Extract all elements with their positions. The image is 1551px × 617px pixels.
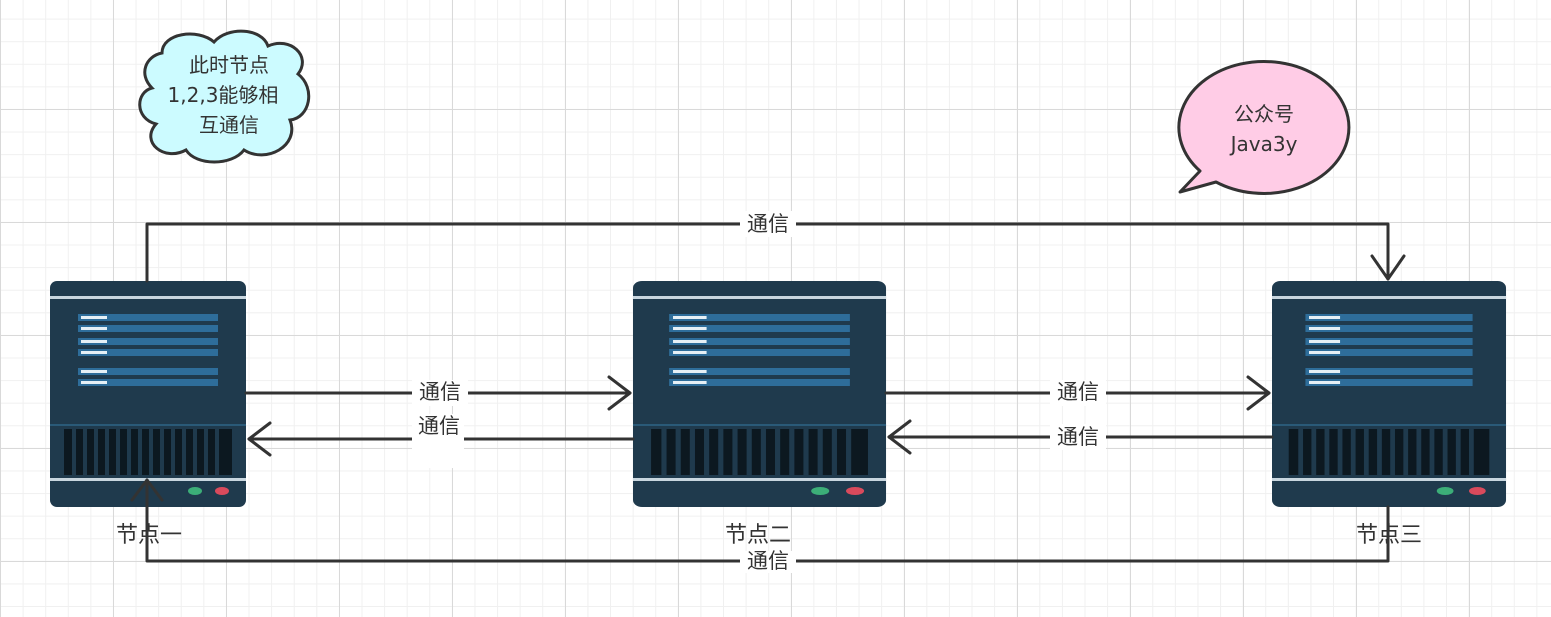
speech-bubble-line-1: 公众号 — [1234, 102, 1294, 126]
cloud-note-line-1: 此时节点 — [189, 53, 269, 77]
server-icon — [633, 281, 887, 507]
cloud-note-line-2: 1,2,3能够相 — [168, 83, 279, 107]
node-label-3: 节点三 — [1356, 523, 1422, 548]
edge-label-node2-to-node1: 通信 — [418, 414, 460, 438]
edge-label-node3-to-node2: 通信 — [1057, 425, 1099, 449]
speech-bubble-line-2: Java3y — [1229, 132, 1298, 156]
edge-label-node2-to-node3: 通信 — [1057, 380, 1099, 404]
cloud-shape — [138, 29, 311, 164]
server-node-2[interactable] — [633, 281, 887, 507]
edge-label-bottom: 通信 — [747, 549, 789, 573]
server-icon — [1272, 281, 1507, 507]
node-label-2: 节点二 — [725, 523, 791, 548]
arrowhead-icon — [1246, 375, 1271, 411]
cloud-note[interactable]: 此时节点 1,2,3能够相 互通信 — [138, 29, 311, 164]
cloud-note-line-3: 互通信 — [199, 113, 259, 137]
arrowhead-icon — [130, 478, 164, 502]
speech-bubble[interactable]: 公众号 Java3y — [1177, 60, 1351, 195]
speech-bubble-shape — [1177, 60, 1351, 195]
edge-label-top: 通信 — [747, 212, 789, 236]
edge-label-node1-to-node2: 通信 — [419, 380, 461, 404]
arrowhead-icon — [1370, 254, 1406, 281]
node-label-1: 节点一 — [116, 523, 182, 548]
server-icon — [50, 281, 246, 507]
arrowhead-icon — [247, 421, 272, 457]
arrowhead-icon — [607, 375, 632, 411]
arrowhead-icon — [887, 419, 912, 455]
server-node-3[interactable] — [1272, 281, 1507, 507]
server-node-1[interactable] — [50, 281, 246, 507]
